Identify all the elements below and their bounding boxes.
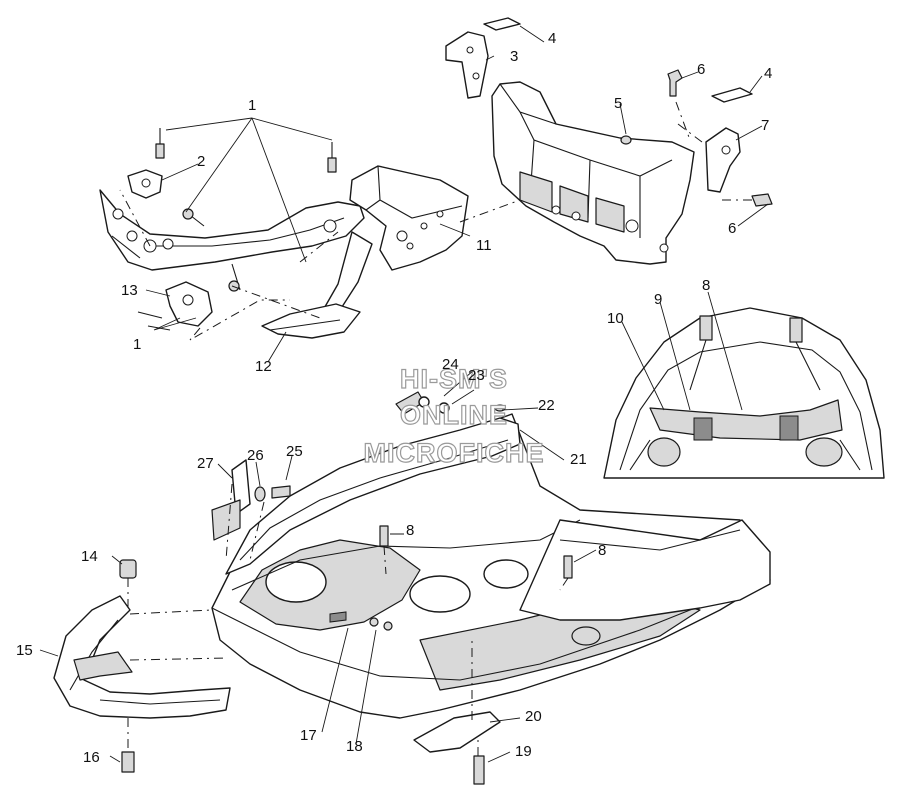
callout-20: 20 (525, 708, 542, 725)
watermark-line-2: ONLINE (400, 400, 508, 430)
callout-1-bottom: 1 (133, 336, 141, 353)
bulkhead-frame (445, 17, 773, 265)
callout-26: 26 (247, 447, 264, 464)
callout-8-interior: 8 (702, 277, 710, 294)
callout-22: 22 (538, 397, 555, 414)
callout-23: 23 (468, 367, 485, 384)
callout-2: 2 (197, 153, 205, 170)
callout-labels: 1 1 2 3 4 4 5 6 6 7 8 8 8 9 10 11 12 13 … (16, 30, 772, 766)
callout-12: 12 (255, 358, 272, 375)
callout-9: 9 (654, 291, 662, 308)
front-bumper (53, 559, 231, 773)
skid-plate (413, 640, 501, 785)
callout-11: 11 (476, 237, 492, 254)
callout-16: 16 (83, 749, 100, 766)
watermark-line-1: HI-SM'S (400, 364, 508, 394)
callout-27: 27 (197, 455, 214, 472)
callout-6-top: 6 (697, 61, 705, 78)
callout-8-hood-left: 8 (406, 522, 414, 539)
callout-10: 10 (607, 310, 624, 327)
callout-4-right: 4 (764, 65, 772, 82)
callout-14: 14 (81, 548, 98, 565)
callout-4-top: 4 (548, 30, 556, 47)
callout-1-top: 1 (248, 97, 256, 114)
callout-6-bottom: 6 (728, 220, 736, 237)
hood-interior-view (603, 307, 885, 479)
callout-17: 17 (300, 727, 317, 744)
callout-8-hood-right: 8 (598, 542, 606, 559)
callout-24: 24 (442, 356, 459, 373)
callout-18: 18 (346, 738, 363, 755)
callout-3: 3 (510, 48, 518, 65)
callout-5: 5 (614, 95, 622, 112)
callout-25: 25 (286, 443, 303, 460)
callout-7: 7 (761, 117, 769, 134)
steering-support-frame (99, 128, 469, 341)
watermark-line-3: MICROFICHE (364, 438, 545, 468)
watermark: HI-SM'S ONLINE MICROFICHE (363, 363, 545, 468)
leader-lines-1 (153, 117, 333, 331)
callout-13: 13 (121, 282, 138, 299)
small-parts (211, 391, 573, 591)
leader-lines (39, 25, 769, 763)
callout-21: 21 (570, 451, 587, 468)
callout-15: 15 (16, 642, 33, 659)
windshield (225, 417, 521, 575)
callout-19: 19 (515, 743, 532, 760)
